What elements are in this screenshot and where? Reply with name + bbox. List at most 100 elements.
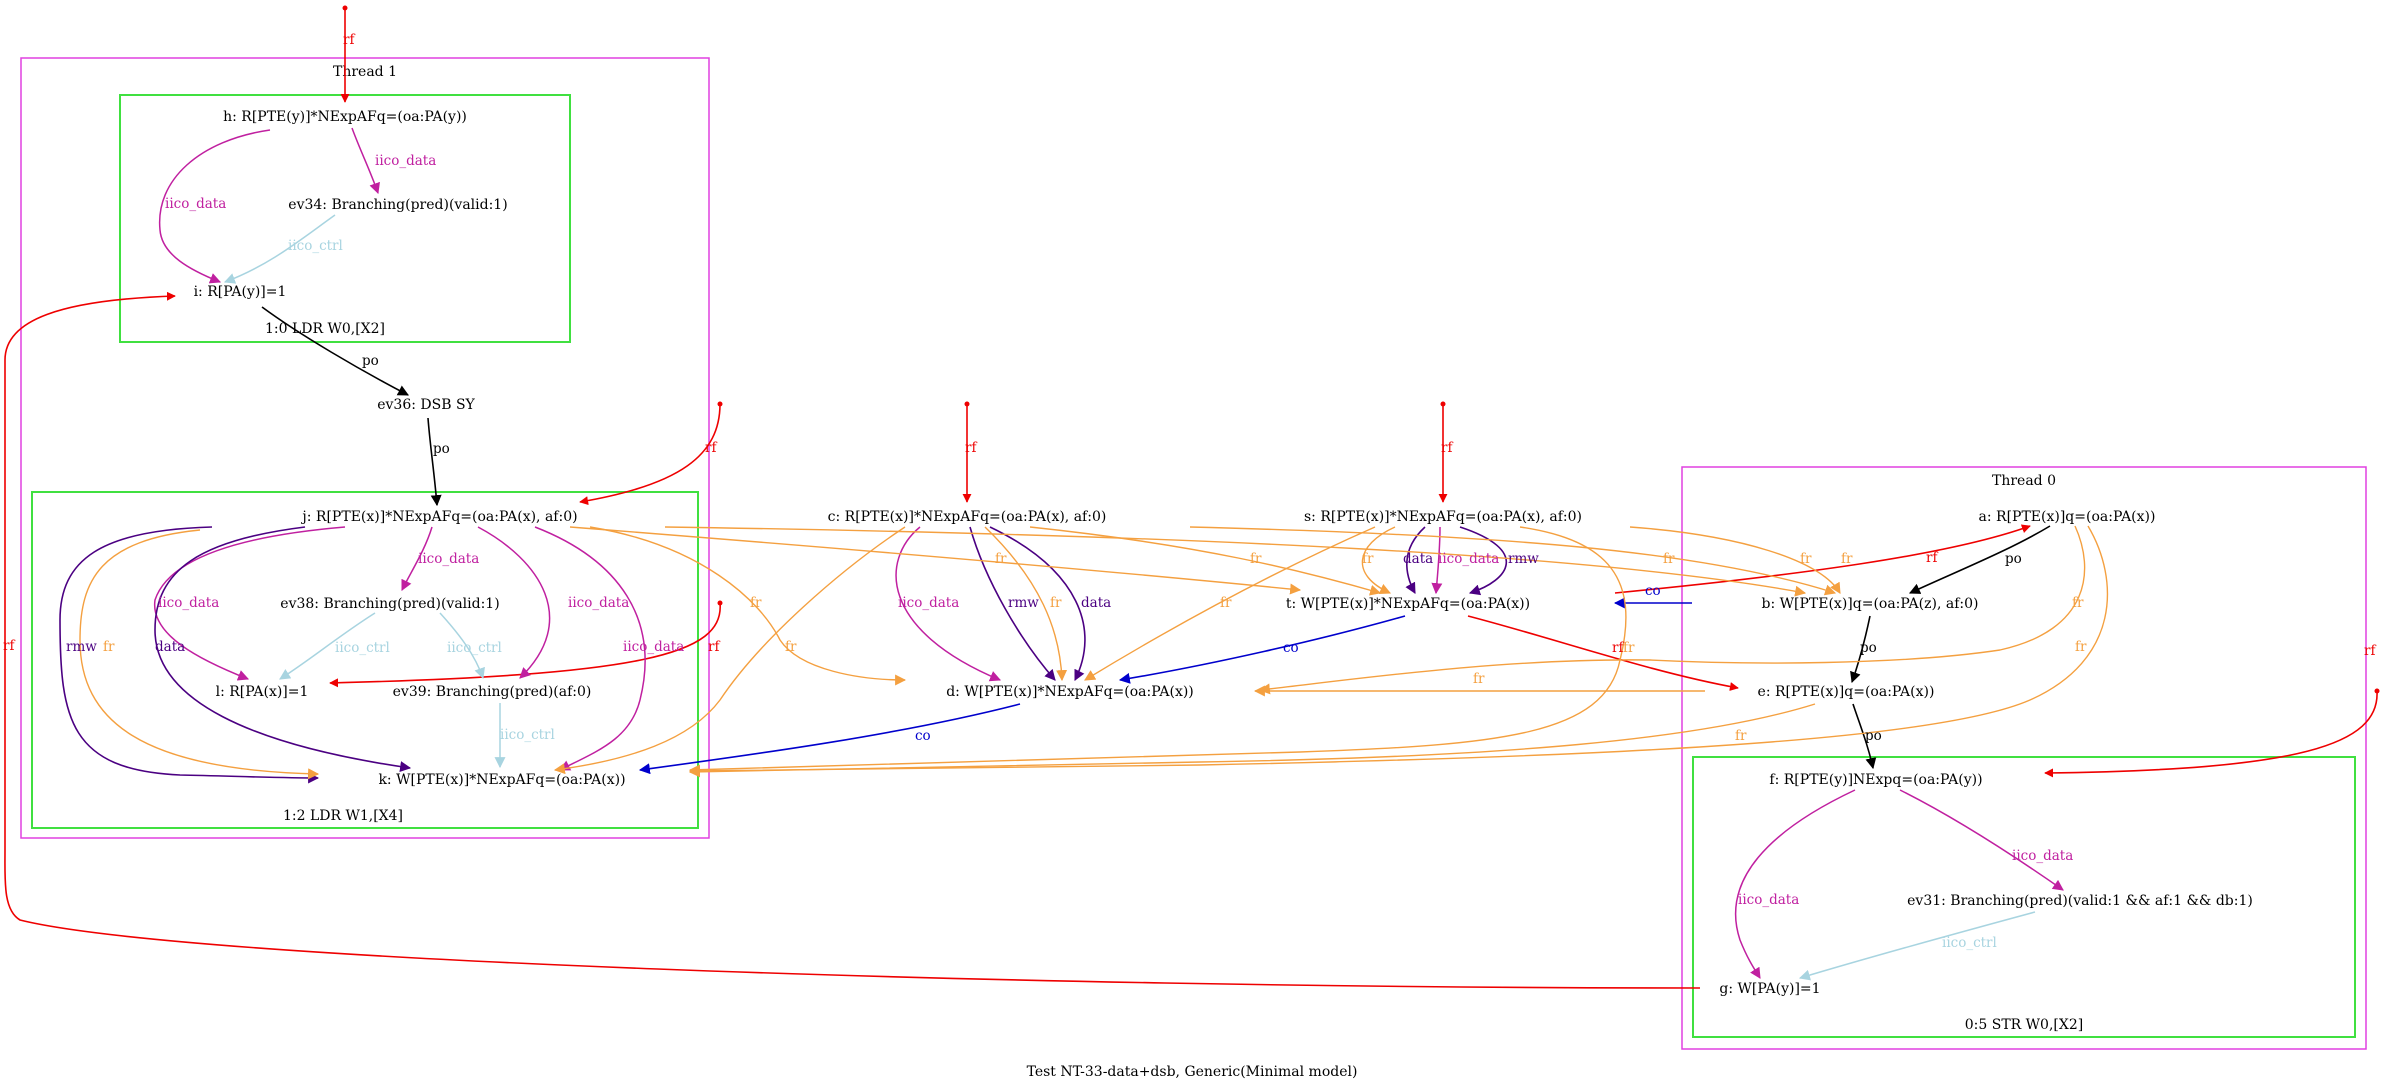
edge-rf-g-i (4, 291, 1701, 989)
instr-t1-2-label: 1:2 LDR W1,[X4] (283, 808, 403, 824)
edge-rmw-j-k (59, 526, 320, 784)
svg-text:iico_ctrl: iico_ctrl (500, 727, 555, 743)
svg-text:po: po (1860, 640, 1877, 656)
edge-fr-j-b (664, 526, 1807, 597)
svg-text:fr: fr (2072, 595, 2084, 611)
edge-iico-j-ev39 (477, 526, 551, 679)
edge-po-a-b (1909, 525, 2051, 594)
edge-iico-j-ev38 (401, 526, 433, 591)
svg-text:fr: fr (785, 639, 797, 655)
svg-text:fr: fr (1250, 551, 1262, 567)
node-s: s: R[PTE(x)]*NExpAFq=(oa:PA(x), af:0) (1304, 509, 1582, 525)
svg-text:rf: rf (1441, 440, 1453, 456)
diagram-caption: Test NT-33-data+dsb, Generic(Minimal mod… (1027, 1064, 1358, 1080)
svg-text:po: po (362, 353, 379, 369)
svg-text:fr: fr (2075, 639, 2087, 655)
svg-text:iico_ctrl: iico_ctrl (447, 640, 502, 656)
svg-text:data: data (1403, 551, 1433, 567)
edge-fr-e-k (688, 703, 1816, 778)
node-j: j: R[PTE(x)]*NExpAFq=(oa:PA(x), af:0) (300, 509, 577, 525)
edge-co-d-k (638, 703, 1021, 775)
edge-co-t-d (1118, 615, 1406, 684)
thread0-cluster (1681, 466, 2367, 1050)
edge-fr-s-b2 (1629, 526, 1841, 594)
edge-labels: rf rf rf rf rf rf rf rf rf po po po po p… (3, 32, 2376, 951)
svg-text:rf: rf (1926, 550, 1938, 566)
node-t: t: W[PTE(x)]*NExpAFq=(oa:PA(x)) (1286, 596, 1530, 612)
node-d: d: W[PTE(x)]*NExpAFq=(oa:PA(x)) (946, 684, 1194, 700)
node-ev38: ev38: Branching(pred)(valid:1) (280, 596, 499, 612)
svg-text:fr: fr (1362, 551, 1374, 567)
edge-ctrl-ev34-i (223, 214, 336, 284)
svg-text:fr: fr (1050, 595, 1062, 611)
iico-ctrl-edges (223, 214, 2036, 981)
edge-fr-a-e (1258, 525, 2086, 695)
edge-fr-c-d (984, 526, 1068, 682)
edge-iico-j-l (154, 526, 346, 681)
svg-text:iico_data: iico_data (2012, 848, 2073, 864)
svg-text:data: data (155, 639, 185, 655)
node-c: c: R[PTE(x)]*NExpAFq=(oa:PA(x), af:0) (828, 509, 1107, 525)
edge-fr-c-t (1029, 526, 1382, 596)
edge-fr-c-k (553, 526, 906, 775)
svg-text:iico_ctrl: iico_ctrl (1942, 935, 1997, 951)
svg-text:rf: rf (343, 32, 355, 48)
edge-fr-j-t (569, 526, 1302, 595)
edge-rf-init-l (329, 602, 721, 688)
svg-text:fr: fr (1220, 595, 1232, 611)
svg-text:fr: fr (1623, 640, 1635, 656)
svg-text:iico_data: iico_data (898, 595, 959, 611)
edge-fr-s-b (1189, 526, 1837, 596)
node-b: b: W[PTE(x)]q=(oa:PA(z), af:0) (1762, 596, 1979, 612)
svg-text:po: po (433, 441, 450, 457)
po-edges (261, 306, 2051, 770)
instr-t0-5-label: 0:5 STR W0,[X2] (1965, 1017, 2083, 1033)
thread1-label: Thread 1 (333, 64, 397, 80)
instr-t1-0-cluster (119, 94, 571, 343)
edge-fr-a-k (688, 525, 2109, 777)
edge-iico-f-ev31 (1899, 789, 2064, 891)
edge-fr-j-d (589, 526, 907, 686)
svg-text:fr: fr (1800, 551, 1812, 567)
edge-rmw-s-t (1459, 526, 1508, 596)
svg-text:data: data (1081, 595, 1111, 611)
svg-text:rmw: rmw (66, 639, 97, 655)
edge-ctrl-ev38-ev39 (439, 612, 485, 680)
edge-rf-t-a (1614, 524, 2031, 594)
edge-po-i-ev36 (261, 306, 409, 396)
svg-text:fr: fr (1841, 551, 1853, 567)
svg-text:iico_data: iico_data (568, 595, 629, 611)
svg-text:co: co (915, 728, 931, 744)
svg-text:rf: rf (705, 440, 717, 456)
edge-rmw-c-d (969, 526, 1056, 681)
svg-text:co: co (1283, 640, 1299, 656)
edge-ctrl-ev38-l (279, 612, 376, 680)
svg-text:po: po (1865, 728, 1882, 744)
edge-iico-h-ev34 (351, 127, 380, 195)
svg-text:iico_ctrl: iico_ctrl (288, 238, 343, 254)
edge-fr-j-k (79, 529, 320, 780)
node-l: l: R[PA(x)]=1 (216, 684, 309, 700)
thread1-cluster (20, 57, 710, 839)
svg-text:rmw: rmw (1508, 551, 1539, 567)
node-k: k: W[PTE(x)]*NExpAFq=(oa:PA(x)) (378, 772, 625, 788)
node-ev36: ev36: DSB SY (377, 397, 475, 413)
edge-po-b-e (1850, 615, 1871, 684)
node-h: h: R[PTE(y)]*NExpAFq=(oa:PA(y)) (223, 109, 467, 125)
svg-text:co: co (1645, 583, 1661, 599)
svg-text:iico_data: iico_data (1438, 551, 1499, 567)
svg-text:rmw: rmw (1008, 595, 1039, 611)
node-a: a: R[PTE(x)]q=(oa:PA(x)) (1979, 509, 2156, 525)
node-ev34: ev34: Branching(pred)(valid:1) (288, 197, 507, 213)
svg-text:fr: fr (1663, 551, 1675, 567)
instr-t1-2-cluster (31, 491, 699, 829)
edge-po-e-f (1852, 703, 1877, 770)
edge-data-c-d (989, 526, 1086, 681)
svg-text:iico_data: iico_data (165, 196, 226, 212)
svg-text:iico_data: iico_data (623, 639, 684, 655)
data-rmw-edges (59, 526, 1508, 784)
edge-ctrl-ev31-g (1798, 911, 2036, 981)
svg-text:fr: fr (995, 551, 1007, 567)
fr-edges (79, 525, 2109, 780)
